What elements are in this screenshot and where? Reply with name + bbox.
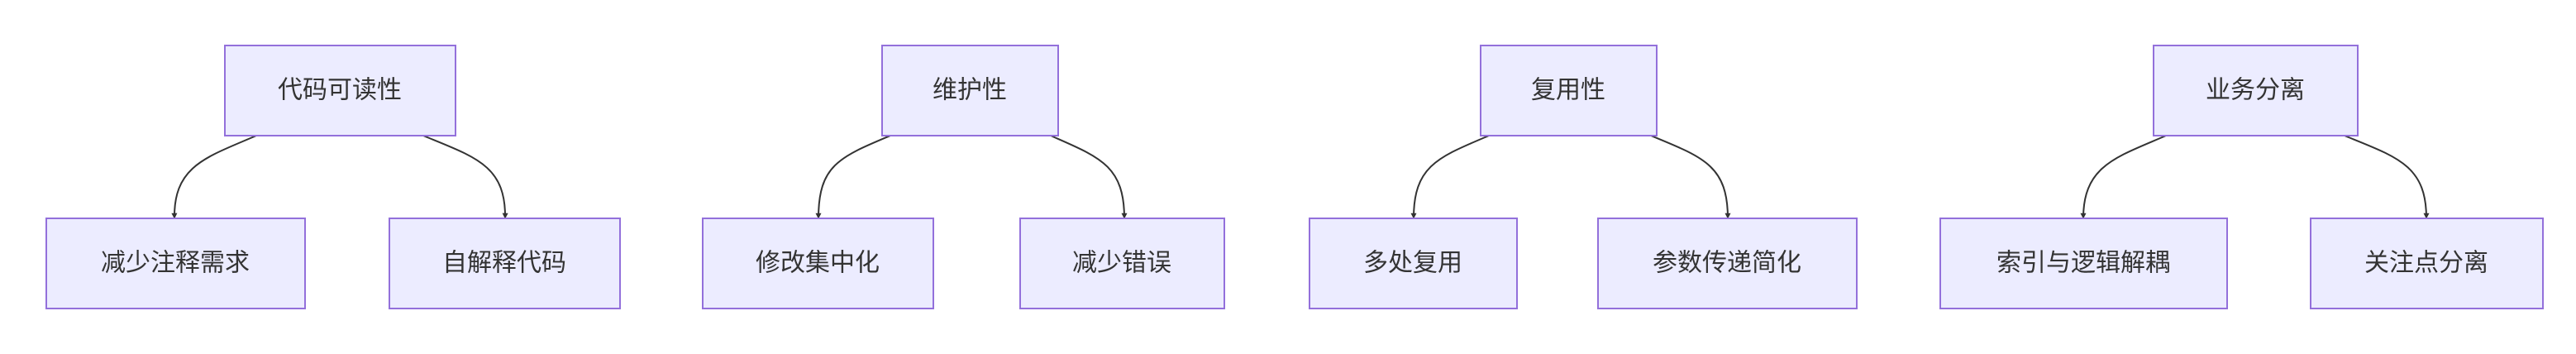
svg-text:参数传递简化: 参数传递简化 <box>1653 249 1801 278</box>
edge-reusability-to-multi-reuse <box>1410 135 1490 219</box>
edge-reusability-to-param-simplify <box>1650 135 1731 219</box>
svg-text:业务分离: 业务分离 <box>2206 76 2305 105</box>
node-separation-of-concerns: 关注点分离 <box>2310 218 2544 309</box>
edge-maintainability-to-fewer-errors <box>1050 135 1128 219</box>
node-reduce-errors: 减少错误 <box>1019 218 1225 309</box>
svg-text:自解释代码: 自解释代码 <box>442 249 566 278</box>
group-readability: 代码可读性 减少注释需求 自解释代码 <box>45 45 621 309</box>
node-self-explaining-code: 自解释代码 <box>389 218 621 309</box>
node-index-logic-decoupling: 索引与逻辑解耦 <box>1939 218 2228 309</box>
svg-text:维护性: 维护性 <box>933 76 1007 105</box>
edge-separation-to-concerns <box>2344 135 2430 219</box>
node-reusability: 复用性 <box>1480 45 1658 136</box>
edge-maintainability-to-centralized <box>815 135 891 219</box>
edge-readability-to-fewer-comments <box>171 135 257 219</box>
node-code-readability: 代码可读性 <box>224 45 456 136</box>
svg-text:代码可读性: 代码可读性 <box>278 76 402 105</box>
node-maintainability: 维护性 <box>881 45 1059 136</box>
edge-separation-to-decoupling <box>2080 135 2167 219</box>
svg-text:减少错误: 减少错误 <box>1072 249 1171 278</box>
edge-readability-to-self-explaining <box>422 135 508 219</box>
svg-text:复用性: 复用性 <box>1531 76 1605 105</box>
node-param-passing-simplified: 参数传递简化 <box>1597 218 1858 309</box>
node-centralized-changes: 修改集中化 <box>702 218 934 309</box>
node-multi-reuse: 多处复用 <box>1309 218 1518 309</box>
svg-text:修改集中化: 修改集中化 <box>756 249 880 278</box>
svg-text:关注点分离: 关注点分离 <box>2364 249 2488 278</box>
node-reduce-comment-needs: 减少注释需求 <box>45 218 306 309</box>
group-maintainability: 维护性 修改集中化 减少错误 <box>702 45 1225 309</box>
svg-text:索引与逻辑解耦: 索引与逻辑解耦 <box>1996 249 2170 278</box>
svg-text:多处复用: 多处复用 <box>1363 249 1462 278</box>
group-reusability: 复用性 多处复用 参数传递简化 <box>1309 45 1858 309</box>
group-business-separation: 业务分离 索引与逻辑解耦 关注点分离 <box>1939 45 2544 309</box>
svg-text:减少注释需求: 减少注释需求 <box>101 249 250 278</box>
node-business-separation: 业务分离 <box>2153 45 2359 136</box>
